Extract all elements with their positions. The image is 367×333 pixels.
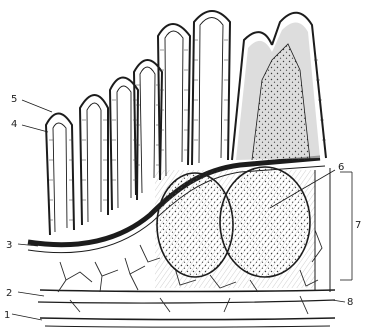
label-4: 4 — [11, 119, 17, 130]
label-8: 8 — [347, 297, 353, 308]
label-2: 2 — [6, 288, 12, 299]
lymphoid-nodules — [155, 167, 330, 292]
label-1: 1 — [4, 310, 10, 321]
label-7: 7 — [355, 220, 361, 231]
label-3: 3 — [6, 240, 12, 251]
label-6: 6 — [338, 162, 344, 173]
label-5: 5 — [11, 94, 17, 105]
muscle-layers — [38, 290, 335, 327]
lymphoid-nodule — [220, 167, 310, 277]
